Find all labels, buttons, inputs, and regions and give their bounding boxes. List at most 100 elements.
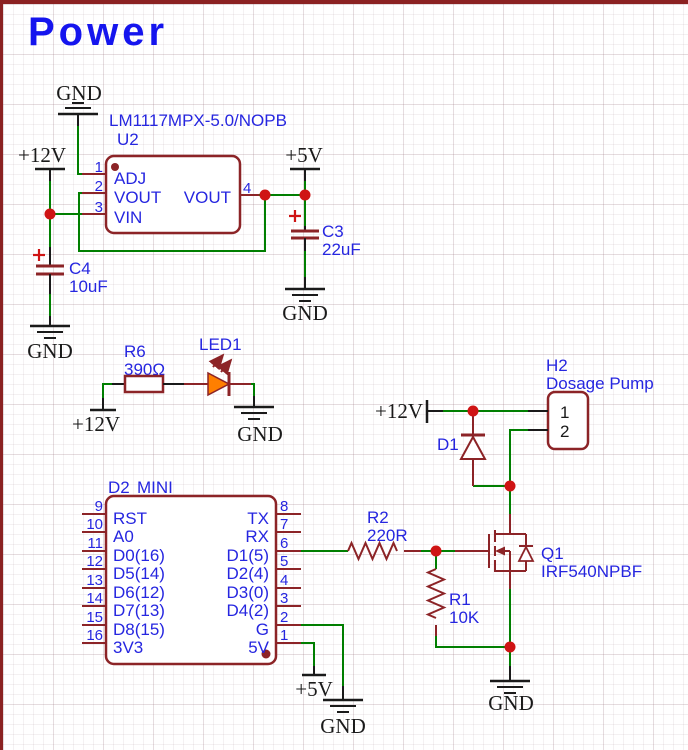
u2-pin-name: VOUT [184,188,231,207]
mcu-pin-number: 2 [280,609,288,626]
r6-body [123,374,165,394]
mcu-pins: 9RST10A011D0(16)12D5(14)13D6(12)14D7(13)… [82,498,301,657]
q1-value: IRF540NPBF [541,562,642,581]
h2-value: Dosage Pump [546,374,654,393]
gnd-symbol-q1[interactable]: GND [488,666,534,715]
net-label-5v: +5V [285,143,323,167]
wire [435,636,510,648]
gnd-symbol-led[interactable]: GND [234,396,283,446]
mcu-pin-number: 14 [86,590,103,607]
r2-reference: R2 [367,508,389,527]
junction-dot [467,405,479,417]
q1-reference: Q1 [541,544,564,563]
u2-pin-number: 1 [95,159,103,176]
junction-dot [44,208,56,220]
power-flag-5v-mcu[interactable]: +5V [295,666,333,701]
gnd-symbol-top[interactable]: GND [56,81,102,126]
mcu-pin-name: D5(14) [113,564,165,583]
u2-regulator[interactable]: LM1117MPX-5.0/NOPB U2 1 2 3 4 ADJ VOUT V… [82,111,287,235]
diode-triangle [459,434,487,460]
r1-reference: R1 [449,590,471,609]
junction-dot [259,189,271,201]
mcu-pin-name: TX [247,509,269,528]
wire [301,642,315,666]
net-label-gnd: GND [27,339,73,363]
mcu-reference: D2 [108,478,130,497]
junction-dot [504,480,516,492]
u2-pin-number: 4 [243,180,251,197]
q1-mosfet[interactable]: Q1 IRF540NPBF [455,514,642,589]
schematic-svg: GND +12V +5V GND GND [18,81,654,738]
u2-pin-name: VOUT [114,188,161,207]
r2-zigzag [347,540,398,562]
wire [78,192,266,252]
led-emission-arrow [216,358,233,376]
junction-dot [504,641,516,653]
u2-pin-number: 3 [95,199,103,216]
r2-resistor[interactable]: R2 220R [347,508,421,562]
net-label-gnd: GND [320,714,366,738]
power-flag-12v-left[interactable]: +12V [18,143,66,181]
junctions [44,189,516,653]
mcu-pin1-marker [261,649,271,659]
mcu-pin-name: 3V3 [113,638,143,657]
mcu-pin-number: 16 [86,627,103,644]
mosfet-bulk-arrow [495,546,505,556]
d1-diode[interactable]: D1 [437,411,487,486]
u2-part-number: LM1117MPX-5.0/NOPB [109,111,287,130]
power-flag-12v-pump[interactable]: +12V [375,399,443,423]
r6-value: 390Ω [124,360,165,379]
mcu-d2-mini[interactable]: D2 MINI 9RST10A011D0(16)12D5(14)13D6(12)… [82,478,301,666]
gnd-symbol-mcu[interactable]: GND [320,686,366,738]
h2-connector[interactable]: H2 Dosage Pump 1 2 [528,356,654,451]
u2-pin-number: 2 [95,178,103,195]
wire [251,383,255,396]
net-label-12v: +12V [18,143,66,167]
mcu-pin-name: D6(12) [113,583,165,602]
wire [509,429,528,486]
mcu-pin-name: D2(4) [226,564,269,583]
mcu-pin-number: 12 [86,553,103,570]
r1-resistor[interactable]: R1 10K [425,568,480,636]
net-label-12v: +12V [375,399,423,423]
led1-reference: LED1 [199,335,242,354]
r6-reference: R6 [124,342,146,361]
h2-pin-number: 2 [560,422,569,441]
mcu-pin-number: 10 [86,516,103,533]
r1-zigzag [425,568,447,619]
net-label-gnd: GND [282,301,328,325]
led-emission-arrow [208,353,225,371]
mcu-pin-name: G [256,620,269,639]
mcu-pin-number: 5 [280,553,288,570]
d1-reference: D1 [437,435,459,454]
c3-capacitor[interactable]: C3 22uF [289,210,361,259]
power-flag-5v-top[interactable]: +5V [285,143,323,181]
mcu-pin-name: RST [113,509,147,528]
gnd-symbol-c4[interactable]: GND [27,316,73,363]
mcu-pin-name: D1(5) [226,546,269,565]
junction-dot [299,189,311,201]
wire [301,624,344,686]
c4-capacitor[interactable]: C4 10uF [33,247,108,296]
power-flag-12v-led[interactable]: +12V [72,398,120,436]
c3-value: 22uF [322,240,361,259]
h2-body [546,390,590,451]
mcu-pin-name: 5V [248,638,269,657]
wire [77,126,82,175]
mcu-pin-number: 11 [87,535,103,552]
junction-dot [430,545,442,557]
net-label-gnd: GND [488,691,534,715]
gnd-symbol-c3[interactable]: GND [282,277,328,325]
r6-resistor[interactable]: R6 390Ω [112,342,184,394]
c4-reference: C4 [69,259,91,278]
mcu-pin-number: 15 [86,609,103,626]
c3-reference: C3 [322,222,344,241]
led1-diode[interactable]: LED1 [184,335,251,397]
h2-pin-number: 1 [560,403,569,422]
mcu-pin-number: 9 [95,498,103,515]
mcu-pin-name: RX [245,527,269,546]
wire [102,383,112,398]
mcu-pin-name: D8(15) [113,620,165,639]
sheet-title: Power [28,10,169,54]
